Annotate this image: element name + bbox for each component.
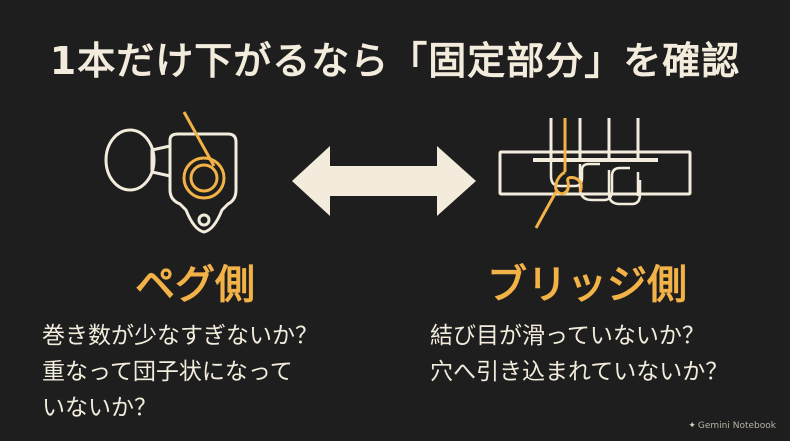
double-arrow-icon xyxy=(292,146,476,216)
bridge-heading: ブリッジ側 xyxy=(487,262,687,308)
peg-icon xyxy=(104,128,238,234)
bridge-check-line: 結び目が滑っていないか？ xyxy=(430,323,705,349)
watermark: ✦Gemini Notebook xyxy=(688,421,776,431)
peg-check-line: 重なって団子状になって xyxy=(42,359,293,385)
peg-check-line: いないか？ xyxy=(42,395,157,421)
peg-heading: ペグ側 xyxy=(135,262,255,308)
page-title: 1本だけ下がるなら「固定部分」を確認 xyxy=(49,39,741,83)
bridge-knot-icon xyxy=(534,118,583,229)
peg-winding-icon xyxy=(182,111,226,200)
bridge-icon xyxy=(498,118,692,206)
peg-checklist: 巻き数が少なすぎないか？ 重なって団子状になって いないか？ xyxy=(42,318,318,426)
watermark-text: Gemini Notebook xyxy=(697,421,776,431)
bridge-check-line: 穴へ引き込まれていないか？ xyxy=(430,359,729,385)
bridge-checklist: 結び目が滑っていないか？ 穴へ引き込まれていないか？ xyxy=(430,318,728,390)
peg-check-line: 巻き数が少なすぎないか？ xyxy=(42,323,318,349)
sparkle-icon: ✦ xyxy=(688,421,696,431)
